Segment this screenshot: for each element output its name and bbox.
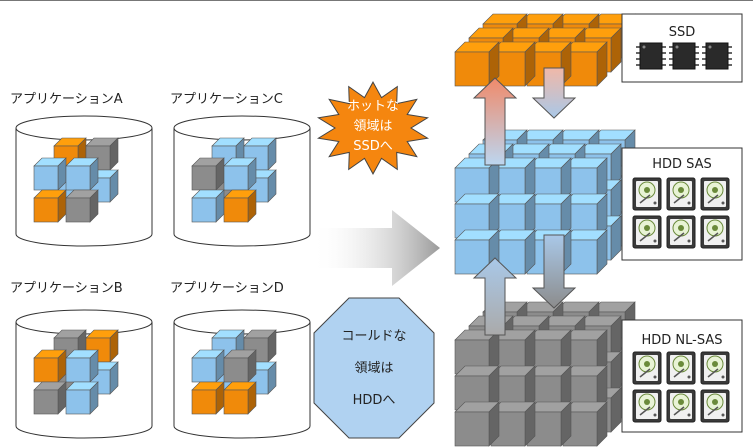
tier-migration-arrows (472, 67, 577, 336)
cold-callout: コールドな 領域は HDDへ (313, 297, 435, 439)
tier-sas-label: HDD SAS (652, 157, 712, 172)
data-block (33, 157, 67, 191)
hot-callout-line-1: ホットな (347, 99, 399, 114)
cold-callout-octagon (313, 297, 435, 439)
promote-to-sas-arrow (472, 257, 518, 336)
hdd-icon (700, 177, 730, 211)
hdd-icon (632, 389, 662, 423)
data-blocks (191, 329, 277, 415)
ssd-chip-icon (702, 42, 732, 70)
data-blocks (191, 137, 277, 223)
hdd-icon (666, 389, 696, 423)
cold-callout-line-3: HDDへ (353, 393, 396, 408)
promote-to-ssd-arrow (472, 77, 518, 166)
tier-sas-box: HDD SAS (621, 147, 743, 261)
data-blocks (33, 137, 119, 223)
hot-callout: ホットな 領域は SSDへ (316, 81, 430, 175)
hdd-icon (700, 215, 730, 249)
data-blocks (33, 329, 119, 415)
storage-cube (562, 401, 608, 447)
hdd-icon (632, 177, 662, 211)
data-block (223, 381, 257, 415)
data-block (65, 349, 99, 383)
application-cylinder (173, 309, 311, 439)
ssd-chip-icon (636, 42, 666, 70)
hdd-icon (700, 351, 730, 385)
ssd-tier-cubes (454, 13, 636, 87)
data-block (33, 349, 67, 383)
migration-arrow (312, 210, 440, 286)
app-label-a: アプリケーションA (10, 92, 123, 107)
data-block (223, 189, 257, 223)
data-block (191, 189, 225, 223)
data-block (33, 381, 67, 415)
ssd-chip-icon (669, 42, 699, 70)
nl-sas-tier-cubes (454, 301, 636, 447)
tier-ssd-label: SSD (669, 25, 696, 40)
tier-nl-sas-box: HDD NL-SAS (621, 319, 743, 433)
demote-from-ssd-arrow (531, 67, 577, 119)
demote-to-nl-sas-arrow (531, 234, 577, 309)
hdd-icon (632, 351, 662, 385)
data-block (191, 349, 225, 383)
app-label-b: アプリケーションB (10, 281, 123, 296)
cold-callout-line-1: コールドな (341, 329, 406, 344)
application-cylinder (173, 115, 311, 247)
data-block (223, 349, 257, 383)
tier-nl-sas-label: HDD NL-SAS (642, 333, 723, 348)
sas-disk-icons (632, 177, 730, 249)
hdd-icon (666, 177, 696, 211)
data-block (65, 381, 99, 415)
nl-sas-disk-icons (632, 351, 730, 423)
data-block (223, 157, 257, 191)
data-block (65, 157, 99, 191)
hot-callout-burst (316, 81, 430, 175)
hdd-icon (666, 351, 696, 385)
tier-ssd-box: SSD (621, 13, 743, 83)
hdd-icon (700, 389, 730, 423)
application-cylinders (15, 115, 311, 439)
cold-callout-line-2: 領域は (354, 360, 393, 376)
hot-callout-line-3: SSDへ (353, 139, 393, 154)
storage-cube (454, 401, 500, 447)
hot-callout-line-2: 領域は (353, 118, 392, 134)
data-block (33, 189, 67, 223)
storage-cube (454, 41, 500, 87)
application-cylinder (15, 309, 153, 439)
hdd-icon (632, 215, 662, 249)
app-label-c: アプリケーションC (170, 92, 283, 107)
application-cylinder (15, 115, 153, 247)
data-block (191, 381, 225, 415)
data-block (191, 157, 225, 191)
app-label-d: アプリケーションD (170, 281, 284, 296)
ssd-chip-icons (636, 42, 732, 70)
storage-cube (454, 365, 500, 411)
data-block (65, 189, 99, 223)
hdd-icon (666, 215, 696, 249)
